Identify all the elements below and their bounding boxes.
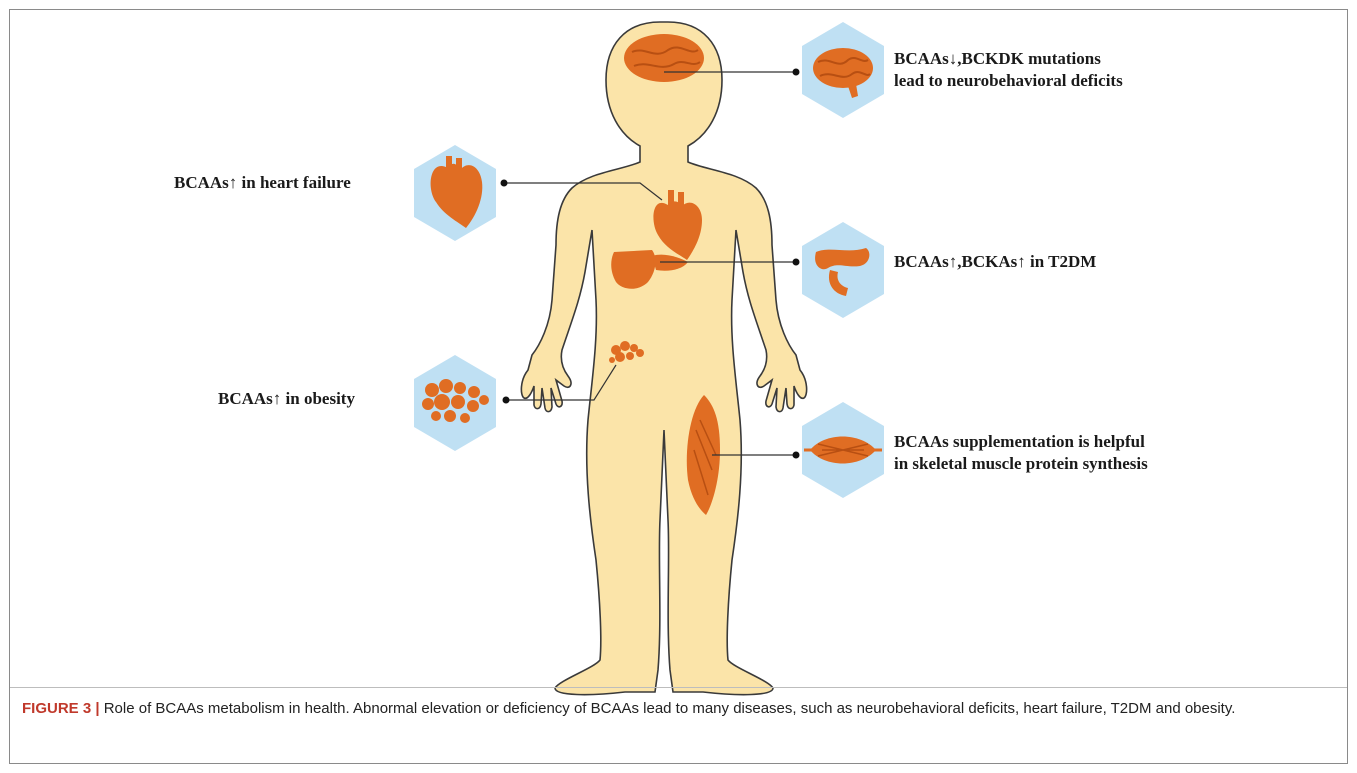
- fat-hexagon-icon: [414, 355, 496, 451]
- caption-divider: [10, 687, 1347, 688]
- muscle-label-line-1: BCAAs supplementation is helpful: [894, 431, 1148, 453]
- pancreas-label: BCAAs↑,BCKAs↑ in T2DM: [894, 251, 1096, 273]
- brain-hexagon-icon: [802, 22, 884, 118]
- brain-label-line-1: BCAAs↓,BCKDK mutations: [894, 48, 1123, 70]
- muscle-hexagon-icon: [802, 402, 884, 498]
- human-body-silhouette: [521, 22, 806, 695]
- muscle-label: BCAAs supplementation is helpful in skel…: [894, 431, 1148, 475]
- figure-caption: FIGURE 3 | Role of BCAAs metabolism in h…: [22, 698, 1332, 720]
- caption-text: Role of BCAAs metabolism in health. Abno…: [100, 700, 1236, 717]
- caption-label: FIGURE 3 |: [22, 700, 100, 717]
- pancreas-hexagon-icon: [802, 222, 884, 318]
- obesity-label: BCAAs↑ in obesity: [218, 388, 355, 410]
- muscle-label-line-2: in skeletal muscle protein synthesis: [894, 453, 1148, 475]
- brain-label: BCAAs↓,BCKDK mutations lead to neurobeha…: [894, 48, 1123, 92]
- heart-hexagon-icon: [414, 145, 496, 241]
- brain-label-line-2: lead to neurobehavioral deficits: [894, 70, 1123, 92]
- brain-organ: [624, 34, 704, 82]
- heart-label: BCAAs↑ in heart failure: [174, 172, 351, 194]
